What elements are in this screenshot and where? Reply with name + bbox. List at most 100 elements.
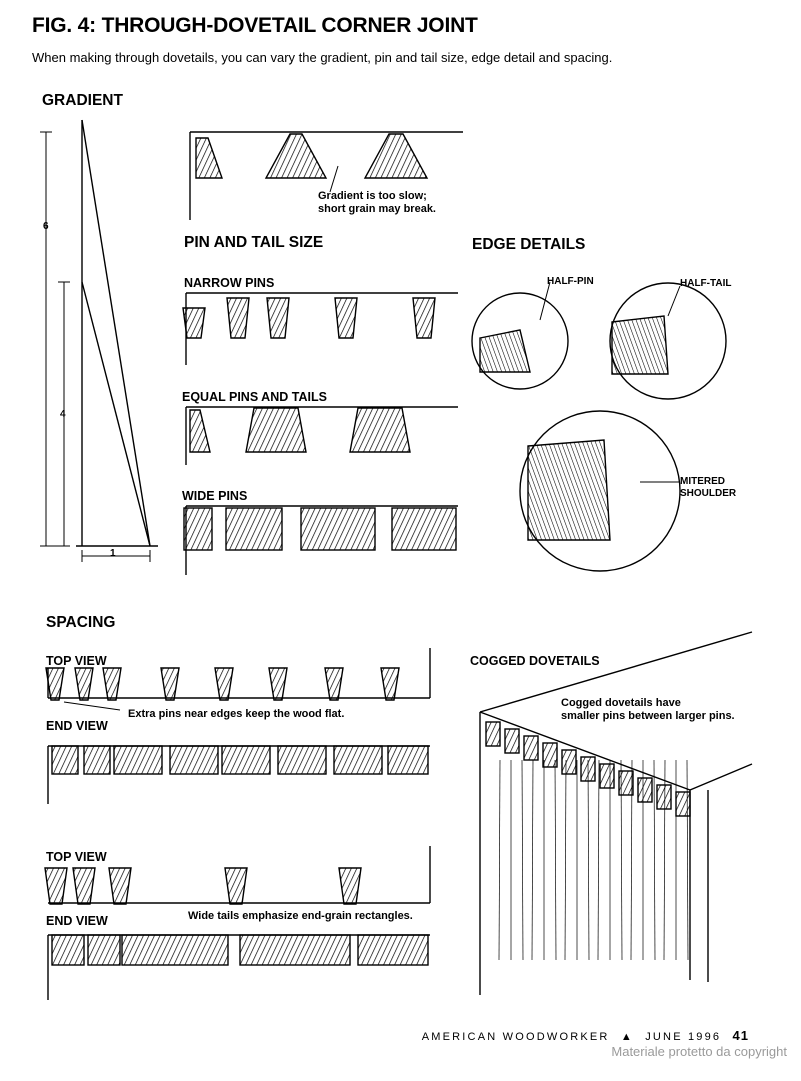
cogged-tail xyxy=(485,721,501,747)
edge-details-heading: EDGE DETAILS xyxy=(472,236,586,253)
page-footer: AMERICAN WOODWORKER ▲ JUNE 1996 41 xyxy=(422,1028,749,1043)
gradient-dim-six: 6 xyxy=(43,221,49,232)
spacing-pin-2 xyxy=(72,867,96,905)
leader xyxy=(667,285,681,317)
cogged-tail xyxy=(618,770,634,796)
half-pin-circle xyxy=(471,292,569,390)
end-grain-block-2 xyxy=(357,934,429,966)
half-pin-wood xyxy=(479,329,531,373)
gradient-callout: Gradient is too slow; short grain may br… xyxy=(318,190,436,215)
spacing-pin xyxy=(214,667,234,701)
gradient-heading: GRADIENT xyxy=(42,92,123,109)
mitered-shoulder-label: MITERED SHOULDER xyxy=(680,476,737,499)
gradient-dim-one: 1 xyxy=(110,548,116,559)
page-number: 41 xyxy=(732,1028,749,1043)
wide-pins-label: WIDE PINS xyxy=(182,489,248,503)
spacing-pin-2 xyxy=(108,867,132,905)
box-top-back xyxy=(479,631,753,713)
spacing-pin-2 xyxy=(224,867,248,905)
end-view-label-2: END VIEW xyxy=(46,914,108,928)
leader xyxy=(539,281,551,321)
grain-line xyxy=(564,759,567,961)
top-view-label-2: TOP VIEW xyxy=(46,850,107,864)
spacing-pin xyxy=(268,667,288,701)
end-grain-block-2 xyxy=(51,934,85,966)
grain-line xyxy=(663,759,666,961)
half-tail-wood xyxy=(611,315,669,375)
footer-triangle-icon: ▲ xyxy=(620,1031,634,1043)
narrow-pins-label: NARROW PINS xyxy=(184,276,275,290)
gradient-long-edge xyxy=(81,119,151,547)
spacing-pin xyxy=(74,667,94,701)
grain-line xyxy=(521,759,524,961)
equal-pins-label: EQUAL PINS AND TAILS xyxy=(182,390,327,404)
wide-pin xyxy=(391,507,457,551)
grain-line xyxy=(597,759,600,961)
cogged-tail xyxy=(561,749,577,775)
cogged-tail xyxy=(542,742,558,768)
cogged-note: Cogged dovetails have smaller pins betwe… xyxy=(561,697,735,722)
end-grain-block-2 xyxy=(121,934,229,966)
figure-subtitle: When making through dovetails, you can v… xyxy=(32,50,613,65)
narrow-pin xyxy=(412,297,436,339)
spacing-pin xyxy=(324,667,344,701)
spacing-note-2: Wide tails emphasize end-grain rectangle… xyxy=(188,910,413,922)
pin-tail-heading: PIN AND TAIL SIZE xyxy=(184,234,324,251)
slow-tail xyxy=(363,133,429,179)
grain-line xyxy=(498,759,501,961)
half-tail-circle xyxy=(609,282,727,400)
issue-date: JUNE 1996 xyxy=(645,1031,722,1043)
figure-title: FIG. 4: THROUGH-DOVETAIL CORNER JOINT xyxy=(32,14,478,37)
grain-line xyxy=(630,759,633,961)
cogged-tail xyxy=(504,728,520,754)
box-corner xyxy=(689,763,753,791)
spacing-pin-2 xyxy=(338,867,362,905)
spacing-heading: SPACING xyxy=(46,614,116,631)
grain-line xyxy=(686,759,689,961)
end-grain-block xyxy=(333,745,383,775)
spacing-pin xyxy=(102,667,122,701)
grain-line xyxy=(587,759,590,961)
slow-tail xyxy=(264,133,328,179)
cogged-tail xyxy=(675,791,691,817)
end-grain-block xyxy=(51,745,79,775)
end-grain-block xyxy=(277,745,327,775)
end-grain-block xyxy=(113,745,163,775)
cogged-tail xyxy=(637,777,653,803)
half-pin xyxy=(189,409,211,453)
spacing-pin xyxy=(160,667,180,701)
wide-pin xyxy=(225,507,283,551)
half-tail-label: HALF-TAIL xyxy=(680,278,732,289)
equal-tail xyxy=(349,407,411,453)
end-grain-block xyxy=(221,745,271,775)
spacing-pin xyxy=(380,667,400,701)
narrow-pin xyxy=(334,297,358,339)
end-grain-block xyxy=(169,745,219,775)
gradient-short-edge xyxy=(81,281,151,547)
half-tail xyxy=(195,137,223,179)
spacing-pin xyxy=(45,667,65,701)
end-grain-block-2 xyxy=(239,934,351,966)
end-grain-block xyxy=(83,745,111,775)
half-pin-label: HALF-PIN xyxy=(547,276,594,287)
magazine-name: AMERICAN WOODWORKER xyxy=(421,1031,610,1043)
top-view-label-1: TOP VIEW xyxy=(46,654,107,668)
narrow-pin xyxy=(182,307,206,339)
wide-pin xyxy=(183,507,213,551)
narrow-pin xyxy=(226,297,250,339)
grain-line xyxy=(653,759,656,961)
grain-line xyxy=(620,759,623,961)
grain-line xyxy=(554,759,557,961)
callout-leader xyxy=(329,165,339,193)
grain-line xyxy=(531,759,534,961)
narrow-pin xyxy=(266,297,290,339)
cogged-tail xyxy=(656,784,672,810)
cogged-tail xyxy=(599,763,615,789)
copyright-watermark: Materiale protetto da copyright xyxy=(611,1044,787,1059)
mitered-wood xyxy=(527,439,611,541)
leader xyxy=(63,701,121,711)
end-grain-block xyxy=(387,745,429,775)
cogged-heading: COGGED DOVETAILS xyxy=(470,654,600,668)
